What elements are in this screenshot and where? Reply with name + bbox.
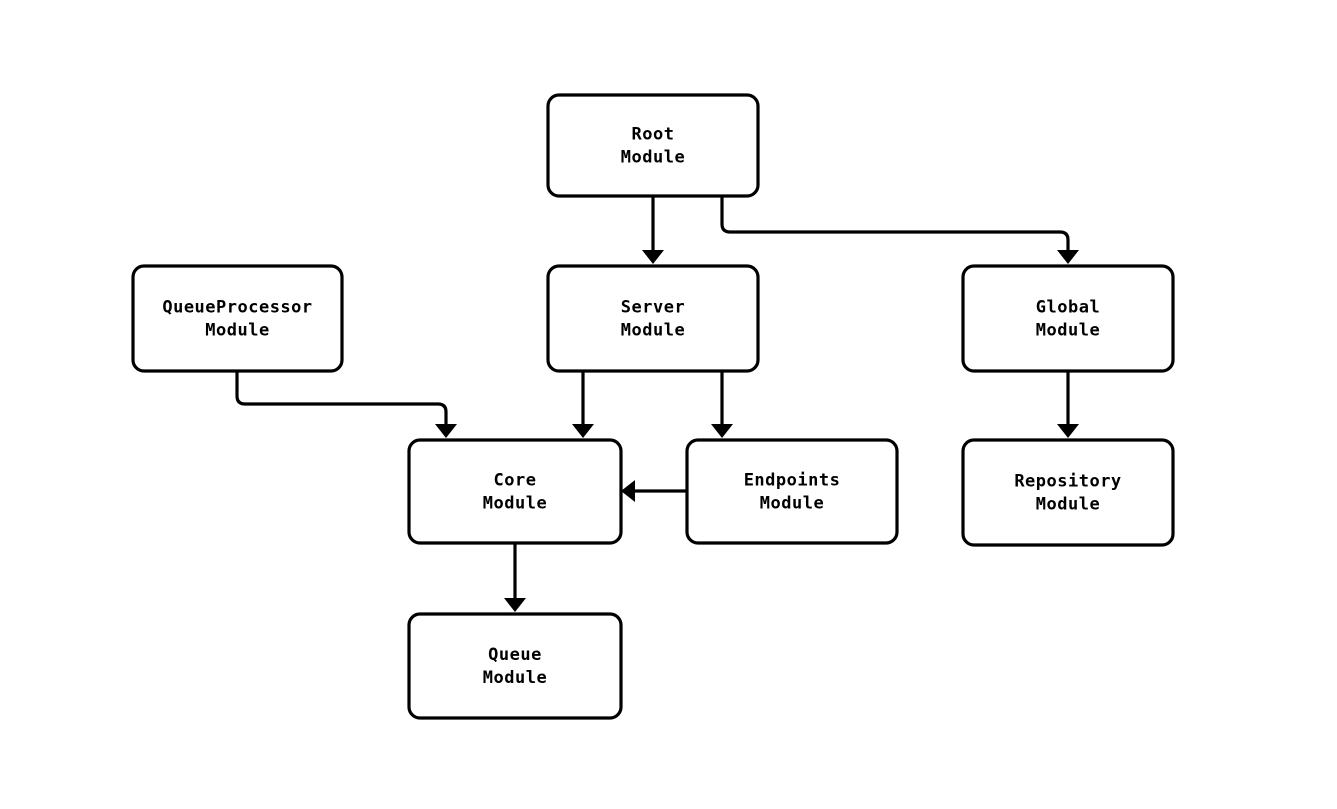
arrowhead-queueprocessor-to-core (435, 424, 457, 438)
node-label-line1-queue: Queue (488, 645, 542, 665)
edge-queueprocessor-to-core (235, 371, 457, 438)
edge-core-to-queue (504, 543, 526, 612)
arrowhead-global-to-repository (1057, 424, 1079, 438)
node-label-line2-root: Module (621, 148, 685, 168)
node-label-line2-repository: Module (1036, 495, 1100, 515)
edge-line-root-to-global (720, 196, 1070, 252)
node-label-line2-global: Module (1036, 321, 1100, 341)
edge-root-to-global (720, 196, 1079, 264)
node-label-line1-endpoints: Endpoints (744, 471, 841, 491)
arrowhead-root-to-server (642, 250, 664, 264)
node-box-queue[interactable] (407, 612, 623, 720)
node-label-line1-global: Global (1036, 298, 1100, 318)
arrowhead-server-to-endpoints (711, 424, 733, 438)
node-label-line2-core: Module (483, 494, 547, 514)
node-box-queueprocessor[interactable] (131, 264, 344, 373)
node-label-line2-queueprocessor: Module (205, 321, 269, 341)
node-box-core[interactable] (407, 438, 623, 545)
arrowhead-endpoints-to-core (621, 480, 635, 502)
edge-server-to-core (572, 371, 594, 438)
edge-global-to-repository (1057, 371, 1079, 438)
node-label-line1-repository: Repository (1014, 472, 1121, 492)
node-box-repository[interactable] (961, 438, 1175, 547)
node-box-root[interactable] (546, 93, 760, 198)
arrowhead-root-to-global (1057, 250, 1079, 264)
node-box-global[interactable] (961, 264, 1175, 373)
node-label-line2-server: Module (621, 321, 685, 341)
node-label-line1-queueprocessor: QueueProcessor (162, 298, 312, 318)
node-label-line1-core: Core (494, 471, 537, 491)
node-label-line2-endpoints: Module (760, 494, 824, 514)
node-box-endpoints[interactable] (685, 438, 899, 545)
node-box-server[interactable] (546, 264, 760, 373)
edges-layer (235, 196, 1079, 612)
edge-root-to-server (642, 196, 664, 264)
node-label-line2-queue: Module (483, 668, 547, 688)
edge-server-to-endpoints (711, 371, 733, 438)
edge-line-queueprocessor-to-core (235, 371, 448, 426)
arrowhead-core-to-queue (504, 598, 526, 612)
node-label-line1-server: Server (621, 298, 685, 318)
node-label-line1-root: Root (632, 125, 675, 145)
arrowhead-server-to-core (572, 424, 594, 438)
edge-endpoints-to-core (621, 480, 687, 502)
